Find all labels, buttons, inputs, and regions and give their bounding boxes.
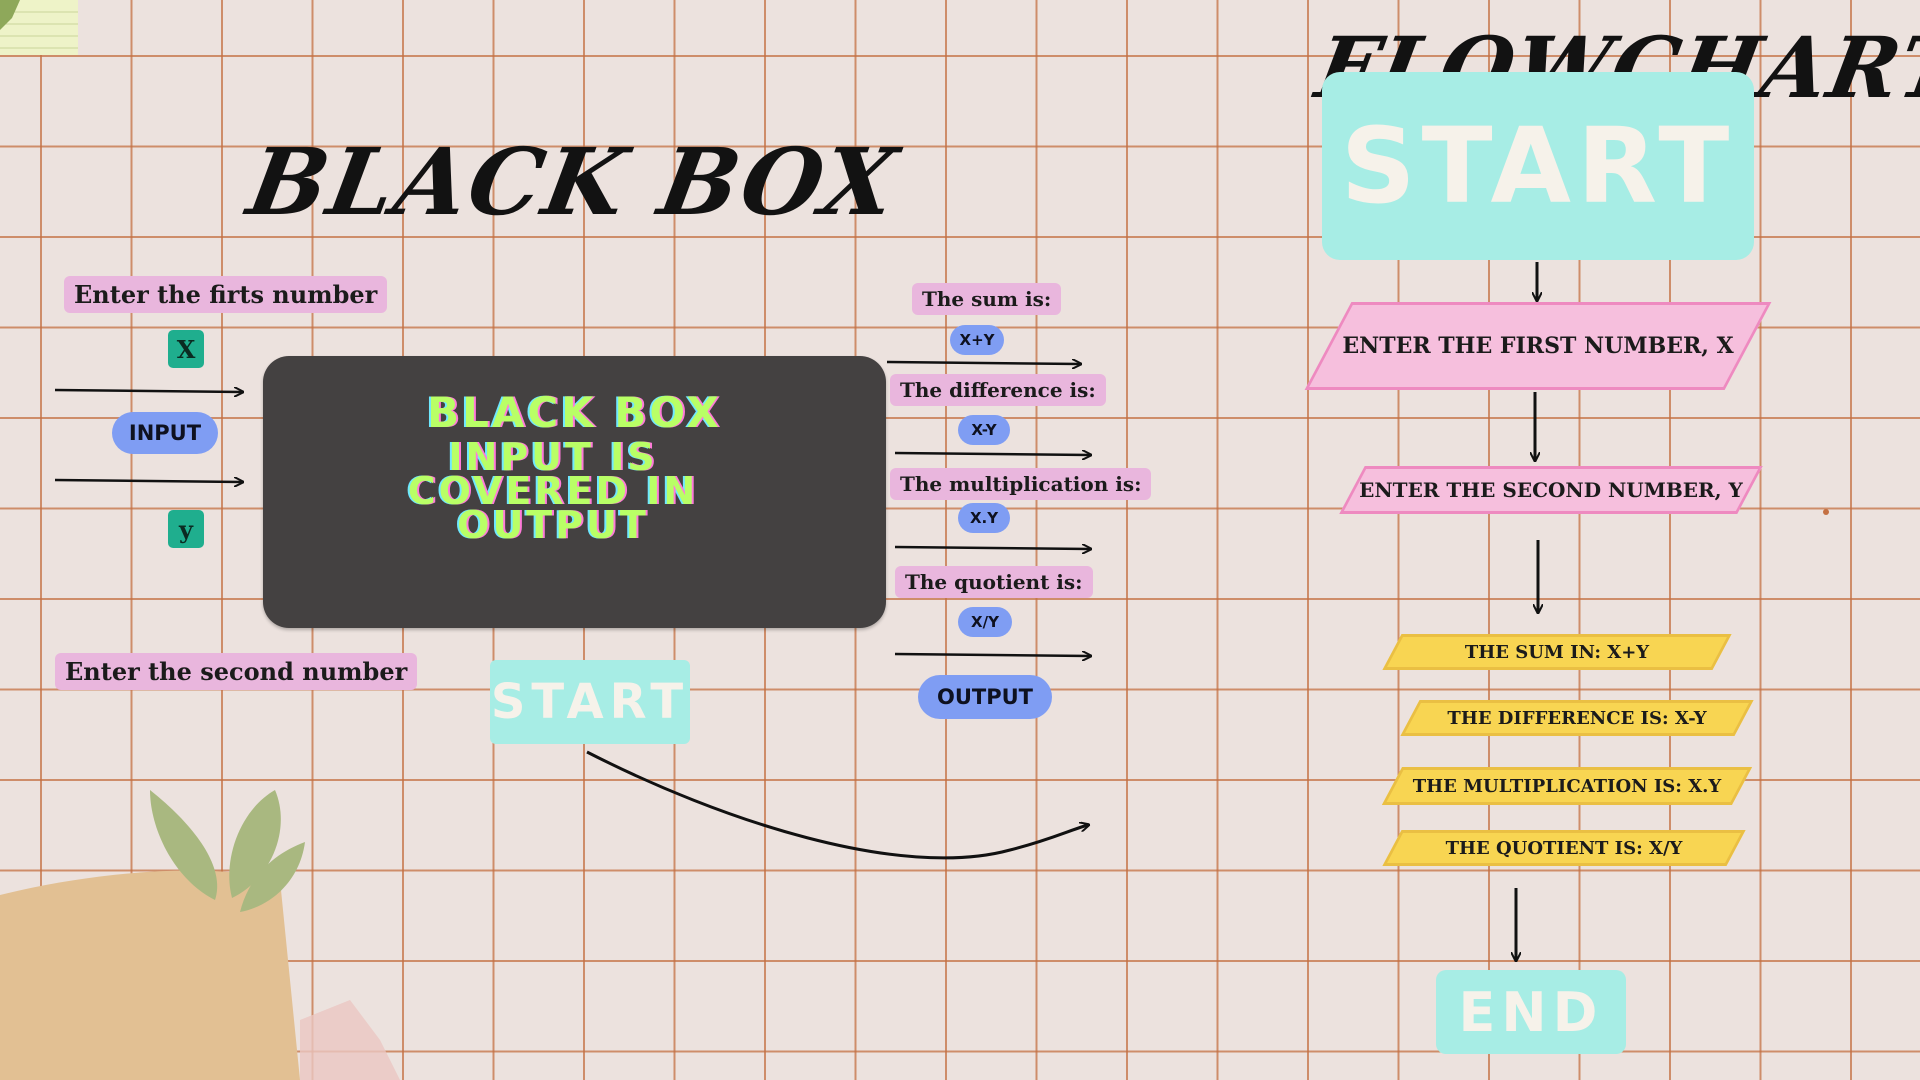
flow-result-difference: THE DIFFERENCE IS: X-Y <box>1410 700 1744 736</box>
variable-x-chip: X <box>168 330 204 368</box>
output-pill: OUTPUT <box>918 675 1052 719</box>
output-formula-sum: X+Y <box>950 325 1004 355</box>
output-formula-multiplication: X.Y <box>958 503 1010 533</box>
flow-result-difference-text: THE DIFFERENCE IS: X-Y <box>1447 707 1707 729</box>
output-label-sum: The sum is: <box>912 283 1062 315</box>
flowchart-end: END <box>1436 970 1626 1054</box>
input-label-second: Enter the second number <box>55 653 418 690</box>
flow-result-quotient-text: THE QUOTIENT IS: X/Y <box>1445 837 1683 859</box>
flow-result-multiplication-text: THE MULTIPLICATION IS: X.Y <box>1412 775 1722 797</box>
output-formula-quotient: X/Y <box>958 607 1012 637</box>
black-box: BLACK BOX INPUT IS COVERED IN OUTPUT <box>263 356 886 628</box>
input-pill: INPUT <box>112 412 218 454</box>
flow-step-input-x-text: ENTER THE FIRST NUMBER, X <box>1342 333 1734 359</box>
black-box-caption: INPUT IS COVERED IN OUTPUT <box>407 435 699 547</box>
output-label-difference: The difference is: <box>890 374 1106 406</box>
output-formula-difference: X-Y <box>958 415 1010 445</box>
start-small-box: START <box>490 660 690 744</box>
flow-result-multiplication: THE MULTIPLICATION IS: X.Y <box>1392 767 1742 805</box>
flowchart-start: START <box>1322 72 1754 260</box>
sticky-note-icon <box>0 0 78 55</box>
output-label-quotient: The quotient is: <box>895 566 1093 598</box>
flow-step-input-y-text: ENTER THE SECOND NUMBER, Y <box>1359 478 1743 502</box>
flow-result-sum: THE SUM IN: X+Y <box>1392 634 1722 670</box>
flow-step-input-x: ENTER THE FIRST NUMBER, X <box>1328 302 1748 390</box>
flow-step-input-y: ENTER THE SECOND NUMBER, Y <box>1352 466 1750 514</box>
black-box-title: BLACK BOX <box>240 128 906 236</box>
leaf-plant-icon <box>0 790 400 1080</box>
flow-result-quotient: THE QUOTIENT IS: X/Y <box>1392 830 1736 866</box>
input-label-first: Enter the firts number <box>64 276 388 313</box>
black-box-heading: BLACK BOX <box>427 388 722 437</box>
output-label-multiplication: The multiplication is: <box>890 468 1152 500</box>
flow-result-sum-text: THE SUM IN: X+Y <box>1464 641 1650 663</box>
variable-y-chip: y <box>168 510 204 548</box>
